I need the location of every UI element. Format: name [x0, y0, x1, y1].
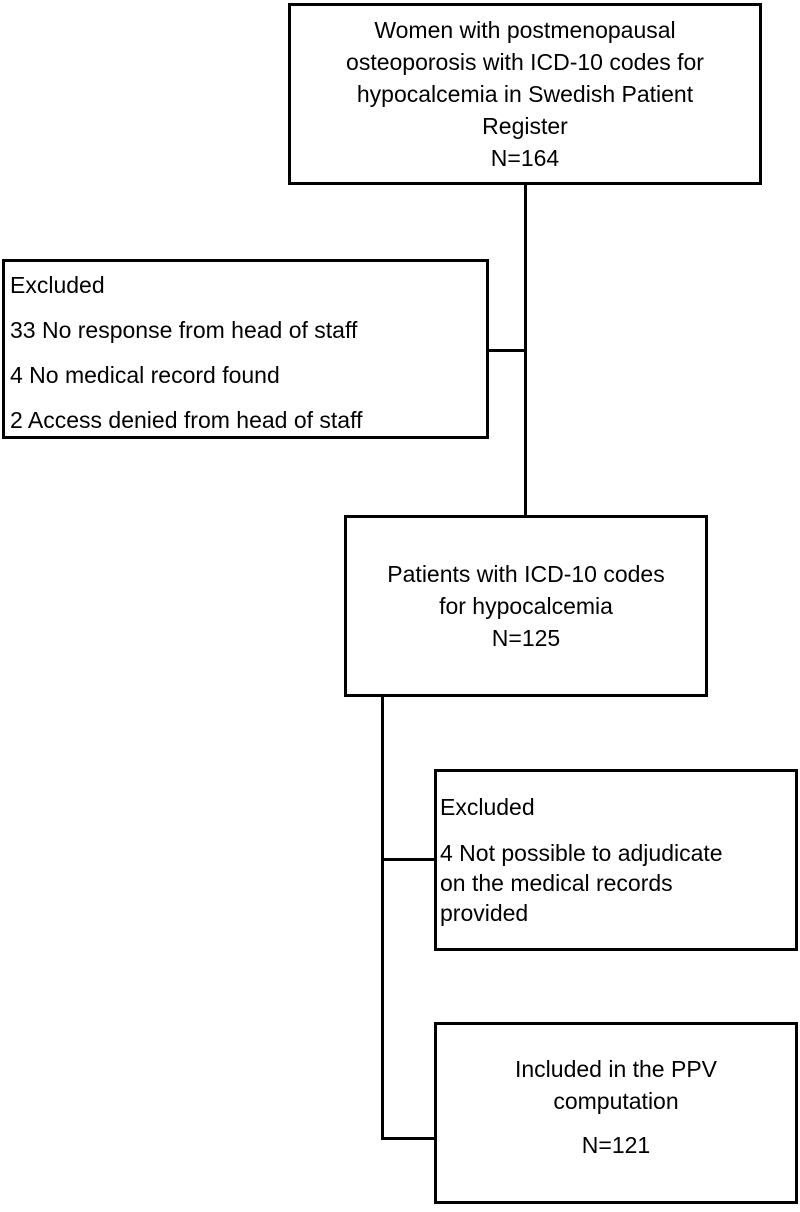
excluded-second-line-2: on the medical records — [440, 870, 673, 896]
start-count: N=164 — [490, 145, 560, 171]
excluded-first-item-no-record: 4 No medical record found — [10, 362, 280, 388]
patients-line-2: for hypocalcemia — [439, 593, 613, 619]
connector-to-excluded-first — [487, 349, 527, 352]
excluded-first-title: Excluded — [10, 272, 105, 298]
included-box: Included in the PPV computation N=121 — [434, 1022, 798, 1204]
excluded-first-box: Excluded 33 No response from head of sta… — [2, 259, 489, 439]
connector-to-excluded-second — [381, 858, 437, 861]
excluded-second-title: Excluded — [440, 794, 535, 820]
excluded-second-box: Excluded 4 Not possible to adjudicate on… — [434, 769, 798, 951]
included-count: N=121 — [581, 1132, 651, 1158]
excluded-first-item-no-response: 33 No response from head of staff — [10, 317, 358, 343]
excluded-second-line-1: 4 Not possible to adjudicate — [440, 840, 723, 866]
start-line-3: hypocalcemia in Swedish Patient — [356, 81, 694, 107]
start-population-box: Women with postmenopausal osteoporosis w… — [288, 3, 762, 185]
patients-count: N=125 — [491, 625, 561, 651]
patients-line-1: Patients with ICD-10 codes — [387, 561, 665, 587]
start-line-2: osteoporosis with ICD-10 codes for — [346, 49, 704, 75]
connector-to-included — [381, 1137, 437, 1140]
included-line-1: Included in the PPV — [514, 1056, 718, 1082]
excluded-first-item-access-denied: 2 Access denied from head of staff — [10, 407, 363, 433]
start-line-1: Women with postmenopausal — [374, 17, 676, 43]
start-line-4: Register — [482, 113, 568, 139]
patients-box: Patients with ICD-10 codes for hypocalce… — [344, 515, 708, 697]
included-line-2: computation — [553, 1088, 679, 1114]
connector-patients-to-included — [381, 695, 384, 1140]
excluded-second-line-3: provided — [440, 900, 529, 926]
